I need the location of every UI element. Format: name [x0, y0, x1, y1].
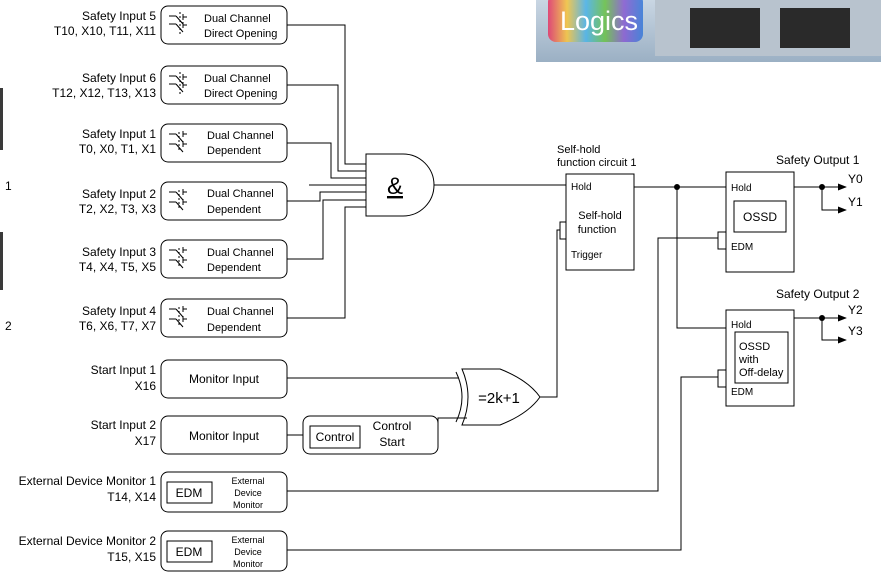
svg-text:Dependent: Dependent: [207, 322, 261, 334]
svg-text:Dependent: Dependent: [207, 204, 261, 216]
start-input-2-label: Start Input 2: [91, 418, 157, 432]
svg-text:OSSD: OSSD: [743, 210, 777, 224]
selfhold-title-2: function circuit 1: [557, 157, 636, 169]
selfhold-title-1: Self-hold: [557, 144, 600, 156]
safety-input-6-terminals: T12, X12, T13, X13: [52, 86, 156, 100]
svg-text:External: External: [231, 535, 264, 545]
input-wires: [287, 24, 366, 319]
safety-input-4-terminals: T6, X6, T7, X7: [79, 319, 156, 333]
start-input-1-terminal: X16: [135, 379, 157, 393]
and-gate: &: [365, 153, 435, 217]
safety-input-2-terminals: T2, X2, T3, X3: [79, 202, 156, 216]
selfhold-block: Hold Self-hold function Trigger: [559, 173, 635, 271]
svg-text:Device: Device: [234, 488, 262, 498]
svg-text:Off-delay: Off-delay: [739, 367, 784, 379]
svg-text:Dual Channel: Dual Channel: [207, 130, 274, 142]
start-input-1-label: Start Input 1: [91, 363, 157, 377]
svg-text:Hold: Hold: [731, 183, 752, 194]
safety-input-1-box: Dual Channel Dependent: [160, 123, 288, 163]
svg-text:Control: Control: [373, 419, 412, 433]
svg-text:Device: Device: [234, 547, 262, 557]
svg-text:Monitor Input: Monitor Input: [189, 429, 260, 443]
edm-2-box: EDM External Device Monitor: [160, 530, 288, 572]
safety-input-1-terminals: T0, X0, T1, X1: [79, 142, 156, 156]
safety-output-2-channel-a: Y2: [848, 303, 863, 317]
edm-1-terminals: T14, X14: [107, 490, 156, 504]
xor-gate: =2k+1: [455, 368, 541, 426]
safety-input-6-label: Safety Input 6: [82, 71, 156, 85]
svg-text:Dependent: Dependent: [207, 262, 261, 274]
edm-1-label: External Device Monitor 1: [19, 474, 157, 488]
svg-text:Monitor: Monitor: [233, 500, 263, 510]
svg-text:Monitor: Monitor: [233, 559, 263, 569]
svg-text:with: with: [738, 354, 759, 366]
left-edge-cropped-photos: [0, 88, 3, 290]
svg-text:Direct Opening: Direct Opening: [204, 28, 277, 40]
safety-input-1-label: Safety Input 1: [82, 127, 156, 141]
svg-text:Hold: Hold: [731, 320, 752, 331]
safety-input-4-box: Dual Channel Dependent: [160, 298, 288, 338]
edm-1-box: EDM External Device Monitor: [160, 471, 288, 513]
safety-input-3-label: Safety Input 3: [82, 245, 156, 259]
left-edge-label-2: 2: [5, 319, 12, 333]
safety-output-2-channel-b: Y3: [848, 324, 863, 338]
safety-output-1-channel-a: Y0: [848, 172, 863, 186]
edm-2-terminals: T15, X15: [107, 550, 156, 564]
svg-text:EDM: EDM: [176, 486, 203, 500]
safety-input-2-label: Safety Input 2: [82, 187, 156, 201]
safety-input-3-box: Dual Channel Dependent: [160, 239, 288, 279]
output-wires: [287, 184, 726, 551]
svg-text:EDM: EDM: [731, 387, 753, 398]
svg-text:OSSD: OSSD: [739, 341, 770, 353]
control-start-box: Control Control Start: [302, 415, 439, 455]
xor-to-trigger-wire: [540, 229, 566, 398]
safety-input-6-box: Dual Channel Direct Opening: [160, 65, 288, 105]
svg-text:Self-hold: Self-hold: [578, 210, 621, 222]
logic-banner-image: Logics: [536, 0, 881, 62]
svg-text:EDM: EDM: [731, 242, 753, 253]
safety-input-4-label: Safety Input 4: [82, 304, 156, 318]
safety-output-1-block: Hold OSSD EDM: [717, 171, 795, 273]
and-gate-symbol: &: [387, 173, 403, 200]
safety-input-2-box: Dual Channel Dependent: [160, 181, 288, 221]
svg-text:EDM: EDM: [176, 545, 203, 559]
svg-text:Dual Channel: Dual Channel: [207, 188, 274, 200]
svg-text:Dependent: Dependent: [207, 145, 261, 157]
safety-output-1-channel-b: Y1: [848, 195, 863, 209]
svg-text:Direct Opening: Direct Opening: [204, 88, 277, 100]
safety-input-5-terminals: T10, X10, T11, X11: [54, 24, 156, 38]
svg-text:function: function: [578, 224, 617, 236]
svg-text:Monitor Input: Monitor Input: [189, 372, 260, 386]
svg-text:Control: Control: [316, 430, 355, 444]
safety-output-1-label: Safety Output 1: [776, 153, 860, 167]
edm-2-label: External Device Monitor 2: [19, 534, 157, 548]
safety-output-2-label: Safety Output 2: [776, 287, 860, 301]
svg-text:External: External: [231, 476, 264, 486]
svg-text:Dual Channel: Dual Channel: [207, 306, 274, 318]
start-input-2-box: Monitor Input: [160, 415, 288, 455]
safety-output-2-block: Hold OSSD with Off-delay EDM: [717, 309, 795, 407]
svg-text:Dual Channel: Dual Channel: [204, 13, 271, 25]
start-input-1-box: Monitor Input: [160, 359, 288, 399]
svg-text:Dual Channel: Dual Channel: [207, 247, 274, 259]
svg-text:Hold: Hold: [571, 182, 592, 193]
left-edge-label-1: 1: [5, 179, 12, 193]
svg-text:Dual Channel: Dual Channel: [204, 73, 271, 85]
safety-input-5-box: Dual Channel Direct Opening: [160, 5, 288, 45]
start-input-2-terminal: X17: [135, 434, 157, 448]
svg-text:Start: Start: [379, 435, 405, 449]
xor-gate-symbol: =2k+1: [478, 390, 520, 407]
safety-input-3-terminals: T4, X4, T5, X5: [79, 260, 156, 274]
banner-logo-text: Logics: [560, 6, 638, 36]
svg-text:Trigger: Trigger: [571, 250, 603, 261]
safety-input-5-label: Safety Input 5: [82, 9, 156, 23]
